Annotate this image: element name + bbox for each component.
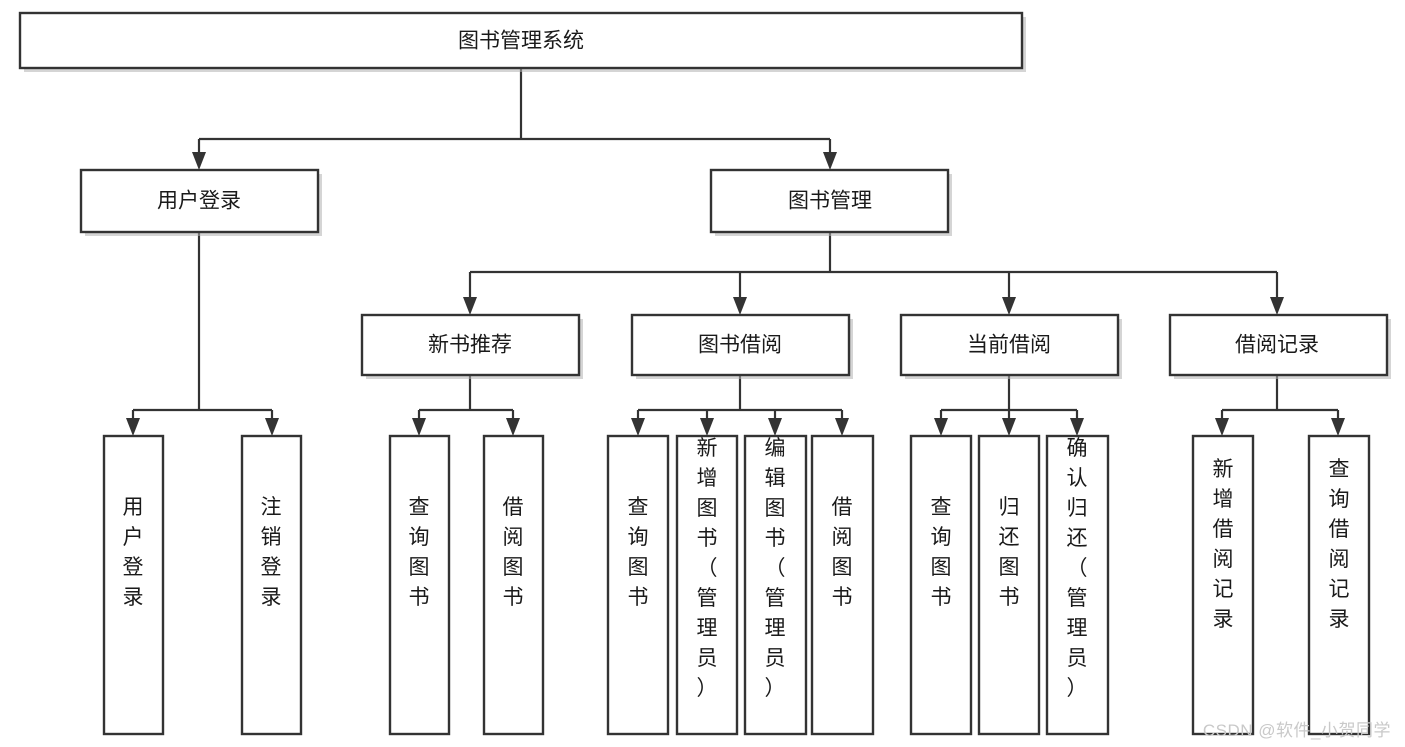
arrowhead-leaf-borrow-book-1 (506, 418, 520, 436)
node-book-borrow-box (630, 313, 851, 377)
node-leaf-query-record-label: 查询借阅记录 (1329, 458, 1350, 631)
node-leaf-edit-book[interactable]: 编辑图书（管理员） (743, 434, 808, 736)
node-leaf-add-book-label: 新增图书（管理员） (697, 437, 718, 700)
node-leaf-add-record[interactable]: 新增借阅记录 (1191, 434, 1255, 736)
node-root-box (18, 11, 1024, 70)
node-leaf-query-book-1[interactable]: 查询图书 (388, 434, 451, 736)
arrowhead-leaf-user-login (126, 418, 140, 436)
node-leaf-confirm-return-box (1045, 434, 1110, 736)
arrowhead-leaf-query-record (1331, 418, 1345, 436)
node-book-manage-label: 图书管理 (788, 190, 872, 213)
arrowhead-leaf-logout (265, 418, 279, 436)
node-leaf-return-book-box (977, 434, 1041, 736)
node-leaf-edit-book-label: 编辑图书（管理员） (765, 437, 786, 700)
arrowhead-user-login (192, 152, 206, 170)
node-leaf-user-login-box (102, 434, 165, 736)
node-leaf-confirm-return-label: 确认归还（管理员） (1067, 437, 1088, 700)
node-book-manage[interactable]: 图书管理 (709, 168, 952, 236)
node-user-login-label: 用户登录 (157, 190, 241, 213)
node-leaf-query-book-3-label: 查询图书 (931, 496, 952, 609)
node-leaf-query-record[interactable]: 查询借阅记录 (1307, 434, 1371, 736)
connector-layer (126, 68, 1345, 436)
arrowhead-leaf-edit-book (768, 418, 782, 436)
node-leaf-borrow-book-2-box (810, 434, 875, 736)
node-book-manage-box (709, 168, 950, 234)
node-leaf-borrow-book-2-label: 借阅图书 (832, 496, 853, 609)
watermark-credit: CSDN @软件_小贺同学 (1202, 721, 1391, 740)
node-leaf-edit-book-box (743, 434, 808, 736)
node-leaf-return-book[interactable]: 归还图书 (977, 434, 1041, 736)
node-book-borrow[interactable]: 图书借阅 (630, 313, 853, 379)
node-leaf-query-book-3-box (909, 434, 973, 736)
node-user-login[interactable]: 用户登录 (79, 168, 322, 236)
node-leaf-query-book-3[interactable]: 查询图书 (909, 434, 973, 736)
node-leaf-user-login[interactable]: 用户登录 (102, 434, 165, 736)
node-leaf-borrow-book-1-box (482, 434, 545, 736)
node-leaf-query-record-box (1307, 434, 1371, 736)
node-current-borrow[interactable]: 当前借阅 (899, 313, 1122, 379)
node-root[interactable]: 图书管理系统 (18, 11, 1026, 72)
node-leaf-query-book-2[interactable]: 查询图书 (606, 434, 670, 736)
node-leaf-logout-label: 注销登录 (261, 496, 282, 609)
arrowhead-leaf-query-book-2 (631, 418, 645, 436)
arrowhead-current-borrow (1002, 297, 1016, 315)
node-leaf-borrow-book-1-label: 借阅图书 (503, 496, 524, 609)
arrowhead-book-manage (823, 152, 837, 170)
node-root-label: 图书管理系统 (458, 30, 584, 53)
node-borrow-record-box (1168, 313, 1389, 377)
arrowhead-new-book-rec (463, 297, 477, 315)
arrowhead-borrow-record (1270, 297, 1284, 315)
node-borrow-record[interactable]: 借阅记录 (1168, 313, 1391, 379)
node-leaf-query-book-2-box (606, 434, 670, 736)
node-leaf-add-record-box (1191, 434, 1255, 736)
node-new-book-rec-label: 新书推荐 (428, 334, 512, 357)
node-current-borrow-label: 当前借阅 (967, 334, 1051, 357)
node-leaf-confirm-return[interactable]: 确认归还（管理员） (1045, 434, 1110, 736)
node-leaf-return-book-label: 归还图书 (999, 496, 1020, 609)
node-book-borrow-label: 图书借阅 (698, 334, 782, 357)
node-user-login-box (79, 168, 320, 234)
arrowhead-leaf-query-book-1 (412, 418, 426, 436)
node-new-book-rec-box (360, 313, 581, 377)
arrowhead-leaf-return-book (1002, 418, 1016, 436)
node-leaf-logout-box (240, 434, 303, 736)
arrowhead-book-borrow (733, 297, 747, 315)
node-current-borrow-box (899, 313, 1120, 377)
node-leaf-logout[interactable]: 注销登录 (240, 434, 303, 736)
node-leaf-borrow-book-1[interactable]: 借阅图书 (482, 434, 545, 736)
node-leaf-add-record-label: 新增借阅记录 (1213, 458, 1234, 631)
node-leaf-add-book-box (675, 434, 739, 736)
node-leaf-query-book-1-label: 查询图书 (409, 496, 430, 609)
node-leaf-borrow-book-2[interactable]: 借阅图书 (810, 434, 875, 736)
arrowhead-leaf-query-book-3 (934, 418, 948, 436)
node-leaf-query-book-2-label: 查询图书 (628, 496, 649, 609)
arrowhead-leaf-confirm-return (1070, 418, 1084, 436)
node-leaf-query-book-1-box (388, 434, 451, 736)
node-new-book-rec[interactable]: 新书推荐 (360, 313, 583, 379)
arrowhead-leaf-add-book (700, 418, 714, 436)
arrowhead-leaf-add-record (1215, 418, 1229, 436)
node-leaf-user-login-label: 用户登录 (123, 496, 144, 609)
node-borrow-record-label: 借阅记录 (1235, 334, 1319, 357)
arrowhead-leaf-borrow-book-2 (835, 418, 849, 436)
node-leaf-add-book[interactable]: 新增图书（管理员） (675, 434, 739, 736)
